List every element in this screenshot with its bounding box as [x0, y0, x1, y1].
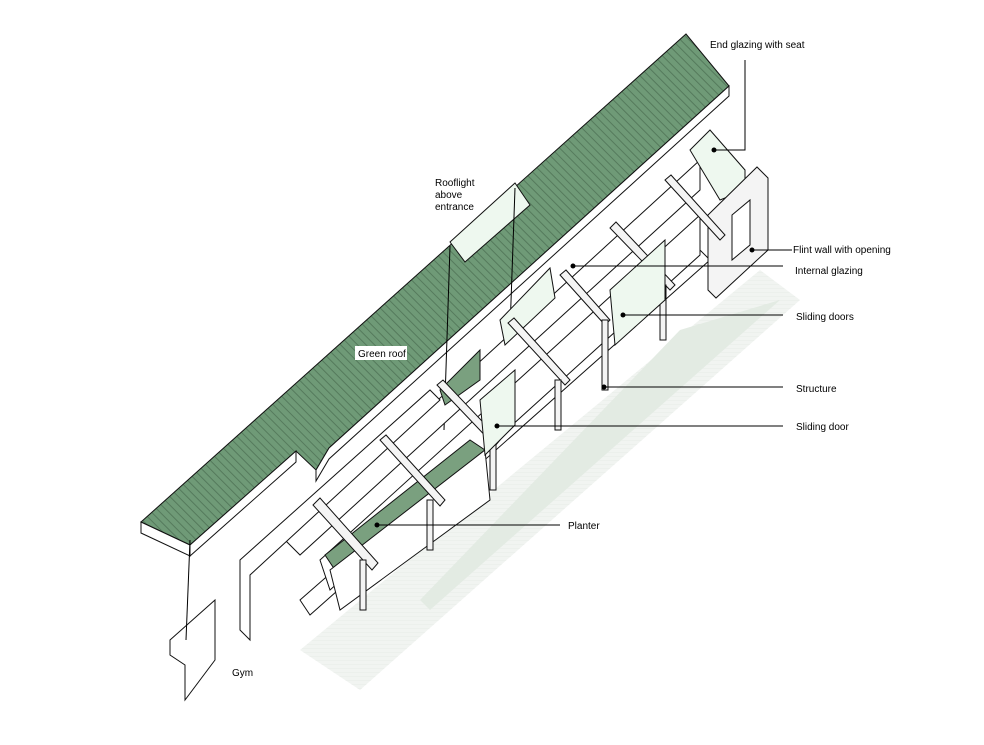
sliding-door-panel: [479, 368, 516, 457]
label-rooflight-2: above: [435, 190, 463, 201]
green-roof: [140, 33, 730, 558]
label-flint-wall: Flint wall with opening: [793, 245, 891, 256]
label-planter: Planter: [568, 521, 600, 532]
label-sliding-door: Sliding door: [796, 422, 849, 433]
label-end-glazing: End glazing with seat: [710, 40, 805, 51]
flint-wall: [707, 166, 769, 299]
leader-lines: [185, 60, 792, 641]
label-rooflight-3: entrance: [435, 202, 474, 213]
structure: [312, 174, 726, 611]
label-rooflight-1: Rooflight: [435, 178, 475, 189]
label-sliding-doors: Sliding doors: [796, 312, 854, 323]
label-internal-glazing: Internal glazing: [795, 266, 863, 277]
ground-shadow: [420, 300, 780, 610]
label-green-roof: Green roof: [358, 349, 406, 360]
label-structure: Structure: [796, 384, 837, 395]
label-gym: Gym: [232, 668, 253, 679]
rooflight: [449, 182, 531, 263]
